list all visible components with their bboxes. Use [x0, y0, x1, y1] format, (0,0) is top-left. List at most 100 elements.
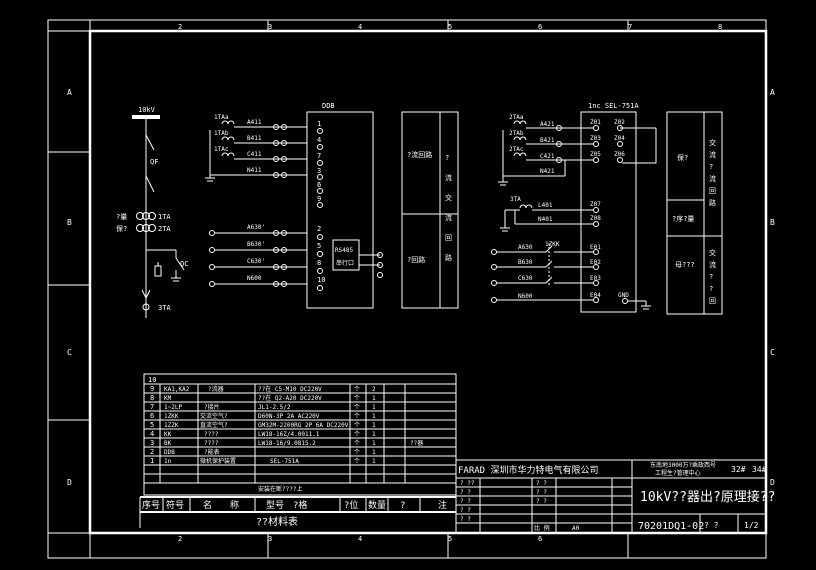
box-right-side-label: 流: [709, 150, 716, 159]
bom-model: D60N-3P 2A AC220V: [258, 413, 320, 420]
title-block: FARAD 深圳市华力特电气有限公司 东南地3000万?乘政西号 工程生?管理中…: [455, 459, 775, 534]
title-mid-label: ? ?: [536, 498, 547, 505]
wire-label: N401: [538, 216, 553, 223]
bom-code: BK: [164, 440, 172, 447]
bom-name: ?流器: [208, 385, 224, 393]
terminal-number: Z06: [614, 151, 625, 158]
col-label: 8: [718, 23, 722, 31]
terminal-number: 6: [317, 181, 321, 189]
col-label: 2: [178, 535, 182, 543]
bom-model: ??在 C5-M10 DC220V: [258, 385, 322, 393]
bom-code: 1~2LP: [164, 404, 182, 411]
terminal-number: Z01: [590, 119, 601, 126]
box-left-side-label: 回: [445, 234, 452, 242]
ct-label: 2TAb: [509, 130, 524, 137]
row-label: B: [67, 218, 72, 227]
wire-label: C630': [247, 258, 265, 265]
bom-unit: 个: [354, 458, 360, 465]
wire-label: C630: [518, 275, 533, 282]
wire-label: B411: [247, 135, 262, 142]
bom-no: 8: [150, 394, 154, 402]
row-label: C: [67, 348, 72, 357]
row-label: D: [67, 478, 72, 487]
ct3-label: 3TA: [158, 304, 171, 312]
row-labels: A B C D A B C D: [67, 88, 775, 487]
bom-note: ??器: [410, 440, 423, 447]
bom-unit: 个: [354, 386, 360, 393]
box-right-side-label: 回: [709, 187, 716, 195]
box-left-side-label: 路: [445, 253, 452, 262]
bom-no: 9: [150, 385, 154, 393]
bom-unit: 个: [354, 395, 360, 402]
bom-name: 交流空气?: [200, 412, 228, 420]
terminal-number: E02: [590, 259, 601, 266]
ddb-title: DDB: [322, 102, 335, 110]
col-label: 3: [268, 23, 272, 31]
bom-no: 2: [150, 448, 154, 456]
bom-install-note: 安装在断????上: [258, 485, 302, 493]
sheet-label: ? ?: [704, 521, 719, 530]
row-label: D: [770, 478, 775, 487]
title-row-label: ? ?: [460, 489, 471, 496]
col-label: 5: [448, 23, 452, 31]
wire-label: N600: [518, 293, 533, 300]
title-row-label: ? ?: [460, 516, 471, 523]
company-name: FARAD 深圳市华力特电气有限公司: [458, 464, 599, 476]
box-right-side-label: 回: [709, 297, 716, 305]
bom-name: 微机保护装置: [200, 457, 236, 465]
wire-label: N600: [247, 275, 262, 282]
bom-code: KM: [164, 395, 172, 402]
bom-header: ?位: [344, 499, 358, 511]
bom-header: 型号 ?格: [266, 499, 307, 511]
bom-code: DDB: [164, 449, 175, 456]
title-mid-label: ? ?: [536, 480, 547, 487]
ct3-label: 3TA: [510, 196, 521, 203]
gnd-label: GND: [618, 292, 629, 299]
box-right-label: 保?: [677, 153, 688, 162]
incoming-feeder: 10kV QF ?量 保? 1TA 2TA QC 3TA: [116, 106, 188, 318]
box-right-side-label: ?: [709, 163, 713, 171]
box-right-label: 母???: [675, 261, 695, 269]
bom-unit: 个: [354, 413, 360, 420]
breaker-symbol: [145, 175, 155, 193]
box-right-side-label: 流: [709, 260, 716, 269]
wire-label: C421: [540, 153, 555, 160]
code-right: 34#: [752, 465, 767, 474]
ct-tag-a: ?量: [116, 213, 127, 221]
ct-label-1: 1TA: [158, 213, 171, 221]
bom-name: ????: [204, 440, 219, 447]
terminal-number: Z04: [614, 135, 625, 142]
col-label: 6: [538, 23, 542, 31]
bom-model: GM32M-2200RG 2P 6A DC220V: [258, 422, 349, 429]
code-left: 32#: [731, 465, 746, 474]
bom-header: 注: [438, 499, 447, 511]
wire-label: A630: [518, 244, 533, 251]
bom-name: 直流空气?: [200, 421, 228, 429]
disconnector-symbol: [145, 134, 155, 151]
box-right-side-label: 交: [709, 248, 716, 257]
terminal-number: E01: [590, 244, 601, 251]
box-left-side-label: 流: [445, 173, 452, 182]
terminal-number: 2: [317, 225, 321, 233]
bom-header: 数量: [368, 499, 386, 511]
project-line-2: 工程生?管理中心: [655, 469, 701, 477]
terminal-number: E03: [590, 275, 601, 282]
bom-model: JL1-2.5/2: [258, 404, 291, 411]
box-left-top-label: ?流回路: [407, 150, 432, 159]
title-row-label: ? ?: [460, 498, 471, 505]
title-row-label: ? ?: [460, 507, 471, 514]
bom-no: 7: [150, 403, 154, 411]
bom-code: KK: [164, 431, 172, 438]
row-label: C: [770, 348, 775, 357]
wire-label: A630': [247, 224, 265, 231]
bom-header: 序号: [142, 499, 160, 511]
bom-no: 1: [150, 457, 154, 465]
bom-unit: 个: [354, 422, 360, 429]
row-label: A: [770, 88, 775, 97]
bom-no: 4: [150, 430, 154, 438]
terminal-number: 1: [317, 120, 321, 128]
col-label: 5: [448, 535, 452, 543]
terminal-number: Z02: [614, 119, 625, 126]
bom-qty: 1: [372, 422, 376, 429]
